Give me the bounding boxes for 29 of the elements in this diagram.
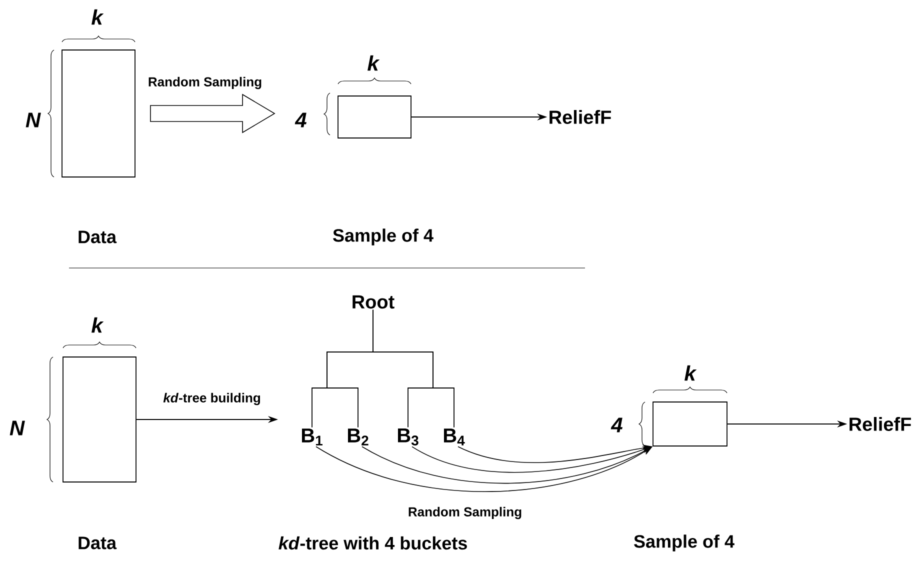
block-arrow bbox=[150, 94, 276, 134]
bucket-label: B$_{1}$ bbox=[302, 428, 322, 446]
dimension-label: k bbox=[368, 55, 380, 71]
bucket-label: B$_{4}$ bbox=[444, 428, 465, 446]
dimension-label: k bbox=[92, 317, 104, 333]
dimension-label: k bbox=[92, 9, 104, 25]
data-box bbox=[62, 50, 136, 178]
dimension-label: N bbox=[26, 112, 41, 128]
output-label: ReliefF bbox=[850, 417, 911, 431]
caption: kd-tree with 4 buckets bbox=[278, 536, 467, 550]
data-box bbox=[652, 402, 728, 446]
caption: Data bbox=[78, 536, 117, 550]
output-label: ReliefF bbox=[550, 110, 611, 124]
data-box bbox=[62, 356, 136, 482]
tree-branch bbox=[372, 309, 454, 428]
edge-label: Random Sampling bbox=[406, 506, 524, 520]
edge-label: kd-tree building bbox=[162, 392, 262, 406]
root-label: Root bbox=[352, 295, 394, 309]
dimension-label: k bbox=[684, 365, 697, 381]
dimension-label: 4 bbox=[294, 112, 306, 128]
dimension-label: 4 bbox=[610, 418, 622, 432]
caption: Sample of 4 bbox=[333, 228, 434, 246]
dimension-label: N bbox=[10, 420, 25, 436]
bucket-label: B$_{3}$ bbox=[398, 428, 418, 446]
bucket-label: B$_{2}$ bbox=[348, 428, 368, 446]
caption: Sample of 4 bbox=[634, 534, 734, 552]
caption: Data bbox=[78, 230, 117, 244]
edge-label: Random Sampling bbox=[146, 76, 264, 90]
data-box bbox=[338, 96, 412, 138]
